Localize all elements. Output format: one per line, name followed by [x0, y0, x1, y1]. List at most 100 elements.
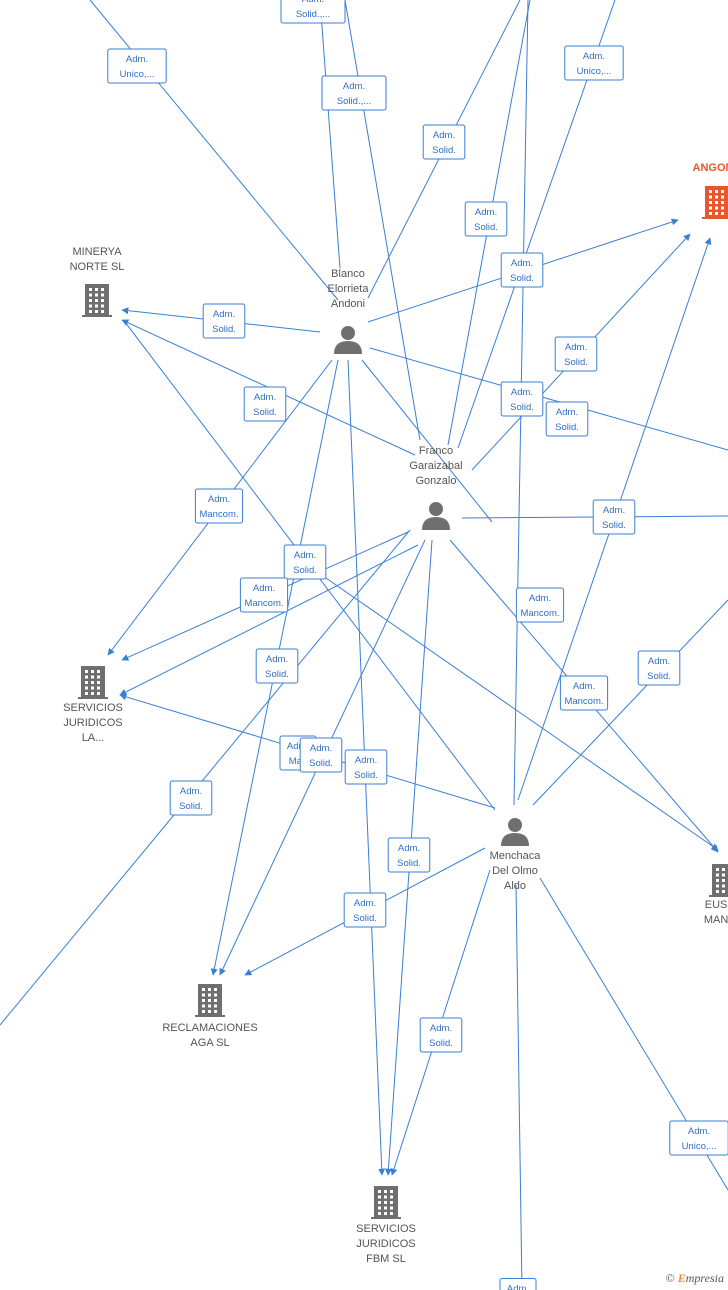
- edge-29: [532, 599, 728, 806]
- svg-text:Adm.Solid.: Adm.Solid.: [179, 786, 203, 812]
- edge-31: [515, 884, 523, 1290]
- building-icon: [78, 666, 108, 699]
- person-icon: [501, 818, 529, 846]
- relation-label[interactable]: Adm.Solid.: [464, 201, 508, 237]
- relation-label[interactable]: Adm.Solid.: [202, 303, 246, 339]
- svg-text:Adm.Solid.: Adm.Solid.: [555, 407, 579, 433]
- svg-text:Adm.Solid.: Adm.Solid.: [564, 342, 588, 368]
- edge-15: [361, 359, 493, 523]
- edge-0: [89, 0, 339, 301]
- relation-label[interactable]: Adm.Mancom.: [515, 587, 565, 623]
- relation-label[interactable]: Adm.Solid.: [255, 648, 299, 684]
- relation-label[interactable]: Adm.Solid.: [500, 252, 544, 288]
- building-icon: [702, 186, 728, 219]
- relation-label[interactable]: Adm.Solid.,...: [321, 75, 387, 111]
- person-icon: [422, 502, 450, 530]
- node-eusko[interactable]: EUSKOMANAG: [704, 864, 728, 926]
- relation-labels: Adm.Solid.,... Adm.Unico,... Adm.Solid.,..…: [107, 0, 728, 1290]
- edge-19: [299, 559, 719, 851]
- svg-text:Adm.Solid.: Adm.Solid.: [474, 207, 498, 233]
- svg-text:Adm.Solid.: Adm.Solid.: [293, 550, 317, 576]
- relation-label[interactable]: Adm.Unico,...: [107, 48, 167, 84]
- svg-text:Adm.Solid.,...: Adm.Solid.,...: [296, 0, 330, 20]
- svg-text:Adm.Unico,...: Adm.Unico,...: [682, 1126, 717, 1152]
- relation-label[interactable]: Adm.: [499, 1278, 537, 1290]
- building-icon: [709, 864, 728, 897]
- relation-label[interactable]: Adm.Mancom.: [239, 577, 289, 613]
- svg-text:Adm.Mancom.: Adm.Mancom.: [244, 583, 283, 609]
- edge-8: [369, 347, 728, 451]
- relation-label[interactable]: Adm.Mancom.: [559, 675, 609, 711]
- node-label: ANGONA: [693, 162, 728, 174]
- svg-text:Adm.Mancom.: Adm.Mancom.: [520, 593, 559, 619]
- person-icon: [334, 326, 362, 354]
- svg-text:Adm.Solid.: Adm.Solid.: [309, 743, 333, 769]
- edge-2: [344, 0, 421, 441]
- svg-text:Adm.Mancom.: Adm.Mancom.: [199, 494, 238, 520]
- relation-label[interactable]: Adm.Solid.: [545, 401, 589, 437]
- node-label: EUSKOMANAG: [704, 899, 728, 926]
- svg-text:Adm.Solid.,...: Adm.Solid.,...: [337, 81, 371, 107]
- svg-text:Adm.Solid.: Adm.Solid.: [354, 755, 378, 781]
- relation-label[interactable]: Adm.Unico,...: [564, 45, 624, 81]
- relation-label[interactable]: Adm.Solid.: [419, 1017, 463, 1053]
- relation-label[interactable]: Adm.Solid.: [283, 544, 327, 580]
- relation-label[interactable]: Adm.Solid.: [500, 381, 544, 417]
- brand-logo-initial: E: [677, 1271, 686, 1285]
- svg-text:Adm.Mancom.: Adm.Mancom.: [564, 681, 603, 707]
- relation-label[interactable]: Adm.Solid.: [637, 650, 681, 686]
- relation-label[interactable]: Adm.Solid.: [243, 386, 287, 422]
- svg-text:Adm.Solid.: Adm.Solid.: [212, 309, 236, 335]
- relation-label[interactable]: Adm.Unico,...: [669, 1120, 728, 1156]
- relation-label[interactable]: Adm.Solid.: [554, 336, 598, 372]
- relation-label[interactable]: Adm.Solid.: [422, 124, 466, 160]
- building-icon: [371, 1186, 401, 1219]
- copyright-symbol: ©: [665, 1271, 675, 1285]
- brand-logo-text: mpresia: [685, 1271, 724, 1285]
- svg-text:Adm.Solid.: Adm.Solid.: [432, 130, 456, 156]
- svg-text:Adm.Solid.: Adm.Solid.: [397, 843, 421, 869]
- node-angona[interactable]: ANGONA: [693, 162, 728, 219]
- svg-text:Adm.Solid.: Adm.Solid.: [647, 656, 671, 682]
- relation-label[interactable]: Adm.Solid.: [344, 749, 388, 785]
- relation-label[interactable]: Adm.Mancom.: [194, 488, 244, 524]
- edge-20: [119, 544, 419, 696]
- svg-text:Adm.: Adm.: [507, 1284, 529, 1290]
- relation-label[interactable]: Adm.Solid.,...: [280, 0, 346, 24]
- svg-text:Adm.Solid.: Adm.Solid.: [510, 258, 534, 284]
- building-icon: [82, 284, 112, 317]
- svg-text:Adm.Solid.: Adm.Solid.: [265, 654, 289, 680]
- relation-label[interactable]: Adm.Solid.: [343, 892, 387, 928]
- relation-label[interactable]: Adm.Solid.: [299, 737, 343, 773]
- svg-text:Adm.Solid.: Adm.Solid.: [253, 392, 277, 418]
- relation-label[interactable]: Adm.Solid.: [387, 837, 431, 873]
- svg-text:Adm.Solid.: Adm.Solid.: [602, 505, 626, 531]
- footer-brand: © Empresia: [666, 1271, 724, 1286]
- svg-text:Adm.Unico,...: Adm.Unico,...: [577, 51, 612, 77]
- edge-23: [0, 529, 411, 1026]
- relation-label[interactable]: Adm.Solid.: [592, 499, 636, 535]
- edge-1: [319, 0, 341, 269]
- svg-text:Adm.Solid.: Adm.Solid.: [353, 898, 377, 924]
- svg-text:Adm.Unico,...: Adm.Unico,...: [120, 54, 155, 80]
- relation-label[interactable]: Adm.Solid.: [169, 780, 213, 816]
- svg-text:Adm.Man: Adm.Man: [287, 741, 309, 767]
- svg-text:Adm.Solid.: Adm.Solid.: [510, 387, 534, 413]
